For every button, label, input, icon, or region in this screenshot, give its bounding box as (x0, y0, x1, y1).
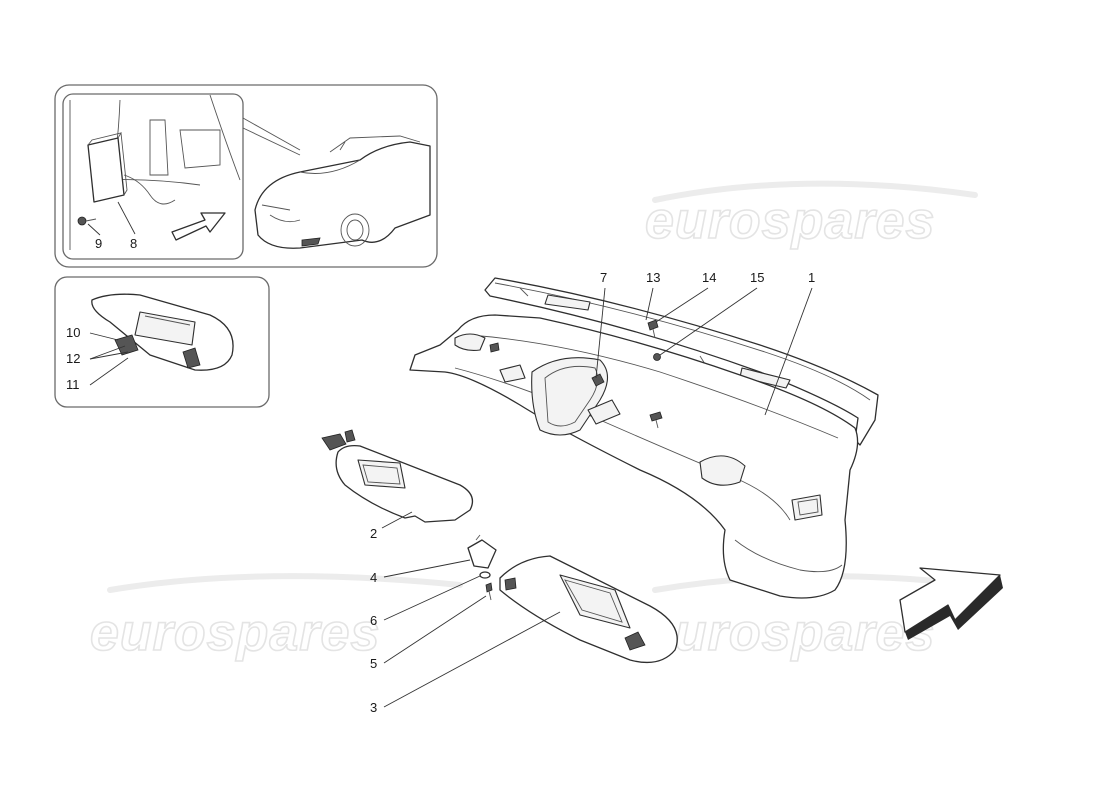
visor-bracket-4 (467, 539, 497, 569)
visor-inset: 10 12 11 (54, 276, 270, 408)
screw-9 (77, 216, 87, 226)
watermark-text-bottom-right: eurospares (645, 604, 935, 662)
callout-13: 13 (646, 270, 660, 285)
mirror-light (114, 334, 139, 356)
callout-1: 1 (808, 270, 815, 285)
car-inset: 9 8 (54, 84, 438, 268)
car-outline (254, 141, 431, 249)
screw-5 (485, 582, 493, 593)
headliner-trim-strip (484, 277, 879, 446)
callout-9: 9 (95, 236, 102, 251)
callout-8: 8 (130, 236, 137, 251)
sun-visor-right (499, 555, 678, 664)
clip-15 (653, 353, 661, 361)
watermark-text-bottom-left: eurospares (90, 604, 380, 662)
callout-6: 6 (370, 613, 377, 628)
grab-handle-recess (699, 455, 746, 486)
callout-7: 7 (600, 270, 607, 285)
washer-6 (479, 571, 491, 579)
callout-2: 2 (370, 526, 377, 541)
callout-4: 4 (370, 570, 377, 585)
sun-visor-left (321, 429, 474, 523)
callout-11: 11 (66, 377, 80, 392)
fastener-7 (591, 373, 605, 387)
callout-5: 5 (370, 656, 377, 671)
watermark-text-top-right: eurospares (645, 192, 935, 250)
callout-14: 14 (702, 270, 716, 285)
callouts-main: 7 13 14 15 1 2 4 6 5 3 (370, 270, 815, 715)
detail-inset-frame (62, 93, 244, 260)
callout-3: 3 (370, 700, 377, 715)
visor-hardware (467, 534, 497, 601)
callout-10: 10 (66, 325, 80, 340)
control-unit (87, 137, 125, 203)
dome-light-opening (531, 357, 609, 436)
callout-15: 15 (750, 270, 764, 285)
callout-12: 12 (66, 351, 80, 366)
screw-14 (647, 319, 659, 331)
headliner-panel (409, 314, 859, 599)
direction-arrow-inset (171, 212, 226, 241)
